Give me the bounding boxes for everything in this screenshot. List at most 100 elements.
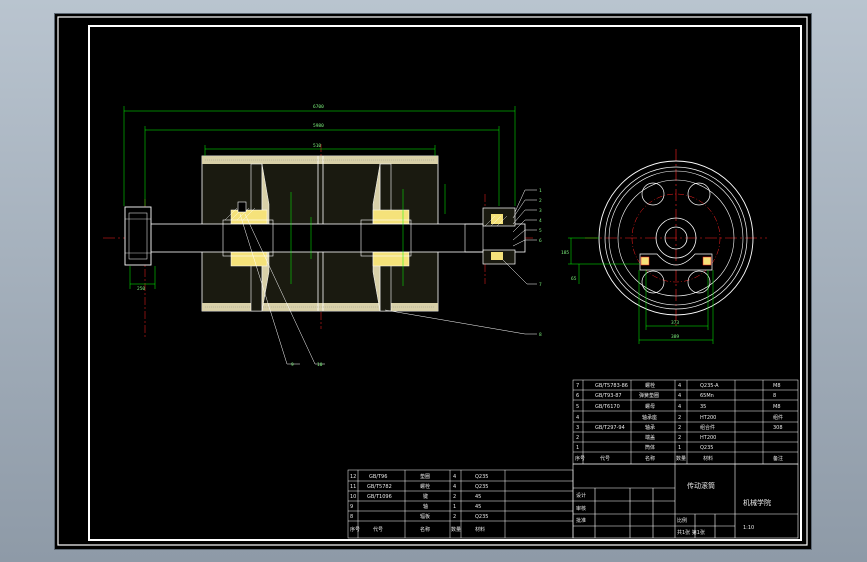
svg-text:2: 2 [453, 494, 456, 500]
svg-text:5: 5 [539, 228, 542, 234]
svg-text:11: 11 [350, 484, 356, 490]
svg-text:4: 4 [678, 393, 681, 399]
svg-text:2: 2 [678, 435, 681, 441]
dim-drum-face: 510 [313, 143, 321, 149]
svg-text:10: 10 [317, 362, 323, 368]
key-left [237, 201, 247, 213]
company-name: 机械学院 [743, 498, 771, 507]
svg-text:代号: 代号 [600, 455, 610, 462]
svg-text:2: 2 [678, 415, 681, 421]
svg-text:垫圈: 垫圈 [420, 473, 430, 480]
svg-text:材料: 材料 [703, 455, 713, 462]
svg-text:名称: 名称 [645, 455, 655, 462]
svg-text:6: 6 [539, 238, 542, 244]
svg-text:12: 12 [350, 474, 356, 480]
svg-text:弹簧垫圈: 弹簧垫圈 [639, 392, 659, 399]
svg-text:8: 8 [539, 332, 542, 338]
front-view: 6700 5980 510 250 1 2 3 4 5 6 7 8 9 1 [103, 104, 542, 368]
svg-text:序号: 序号 [350, 526, 360, 533]
leaders [239, 189, 537, 365]
svg-text:7: 7 [539, 282, 542, 288]
side-view: 373 389 185 65 [561, 149, 767, 344]
svg-text:9: 9 [291, 362, 294, 368]
svg-text:9: 9 [350, 504, 353, 510]
svg-text:GB/T93-87: GB/T93-87 [595, 393, 622, 399]
svg-text:2: 2 [539, 198, 542, 204]
svg-text:2: 2 [453, 514, 456, 520]
left-section-hatch [224, 207, 256, 221]
left-hub-top [230, 209, 268, 225]
svg-text:4: 4 [453, 484, 456, 490]
svg-text:3: 3 [539, 208, 542, 214]
svg-text:GB/T6170: GB/T6170 [595, 404, 620, 410]
svg-text:备注: 备注 [773, 455, 783, 462]
svg-text:65Mn: 65Mn [700, 393, 714, 399]
svg-text:螺栓: 螺栓 [420, 483, 430, 490]
svg-text:筒体: 筒体 [645, 444, 655, 451]
balloon-labels: 1 2 3 4 5 6 7 8 9 10 [291, 188, 542, 368]
svg-text:7: 7 [576, 383, 579, 389]
svg-text:6: 6 [576, 393, 579, 399]
svg-text:材料: 材料 [475, 526, 485, 533]
svg-text:35: 35 [700, 404, 706, 410]
svg-text:8: 8 [773, 393, 776, 399]
svg-text:45: 45 [475, 504, 481, 510]
svg-text:2: 2 [678, 425, 681, 431]
right-hub-bottom [372, 251, 410, 267]
svg-text:组件: 组件 [773, 414, 783, 421]
svg-text:4: 4 [678, 383, 681, 389]
dim-outer-dia: 389 [671, 334, 679, 340]
designer-label: 设计 [576, 492, 586, 499]
svg-text:GB/T96: GB/T96 [369, 474, 387, 480]
top-dimensions [123, 106, 516, 289]
svg-text:端盖: 端盖 [645, 434, 655, 441]
svg-text:螺母: 螺母 [645, 403, 655, 410]
svg-text:GB/T297-94: GB/T297-94 [595, 425, 625, 431]
svg-text:HT200: HT200 [700, 415, 716, 421]
svg-text:45: 45 [475, 494, 481, 500]
svg-text:Q235-A: Q235-A [700, 383, 719, 389]
left-hub-bottom [230, 251, 268, 267]
svg-text:5: 5 [576, 404, 579, 410]
sheet-info: 共1张 第1张 [677, 529, 705, 536]
svg-text:轴承: 轴承 [645, 424, 655, 431]
svg-text:轴承座: 轴承座 [642, 414, 657, 421]
shaft [149, 223, 526, 253]
svg-text:名称: 名称 [420, 526, 430, 533]
dim-shaft-end: 250 [137, 286, 145, 292]
svg-text:数量: 数量 [676, 455, 686, 462]
right-hub-top [372, 209, 410, 225]
dim-shell-span: 5980 [313, 123, 324, 129]
svg-text:Q235: Q235 [475, 474, 488, 480]
dim-side-height: 185 [561, 250, 569, 256]
title-block [572, 463, 799, 539]
bore [664, 226, 688, 250]
svg-text:键: 键 [423, 493, 428, 500]
cad-drawing: 6700 5980 510 250 1 2 3 4 5 6 7 8 9 1 [57, 16, 808, 546]
svg-text:308: 308 [773, 425, 783, 431]
parts-list [572, 379, 799, 465]
left-coupling [124, 206, 152, 266]
scale-value: 1:10 [743, 525, 754, 531]
check-label: 审核 [576, 505, 586, 512]
svg-text:10: 10 [350, 494, 356, 500]
svg-text:M8: M8 [773, 383, 781, 389]
svg-text:数量: 数量 [451, 526, 461, 533]
dim-bore-pitch: 373 [671, 320, 679, 326]
svg-text:1: 1 [539, 188, 542, 194]
svg-text:螺栓: 螺栓 [645, 382, 655, 389]
svg-text:GB/T5783-86: GB/T5783-86 [595, 383, 628, 389]
svg-text:辐板: 辐板 [420, 513, 430, 520]
svg-text:Q235: Q235 [700, 445, 713, 451]
svg-text:序号: 序号 [575, 455, 585, 462]
drawing-viewport[interactable]: 6700 5980 510 250 1 2 3 4 5 6 7 8 9 1 [55, 14, 811, 549]
svg-text:轴: 轴 [423, 503, 428, 510]
dim-overall: 6700 [313, 104, 324, 110]
svg-text:1: 1 [678, 445, 681, 451]
inner-border [88, 25, 802, 541]
svg-text:Q235: Q235 [475, 484, 488, 490]
title-block-text: 传动滚筒 机械学院 1:10 比例 共1张 第1张 设计 审核 批准 [576, 481, 771, 536]
parts-list-text: 7 GB/T5783-86 螺栓 4 Q235-A M8 6 GB/T93-87 弹簧垫圈 4 6… [575, 382, 783, 462]
hub [655, 217, 697, 259]
